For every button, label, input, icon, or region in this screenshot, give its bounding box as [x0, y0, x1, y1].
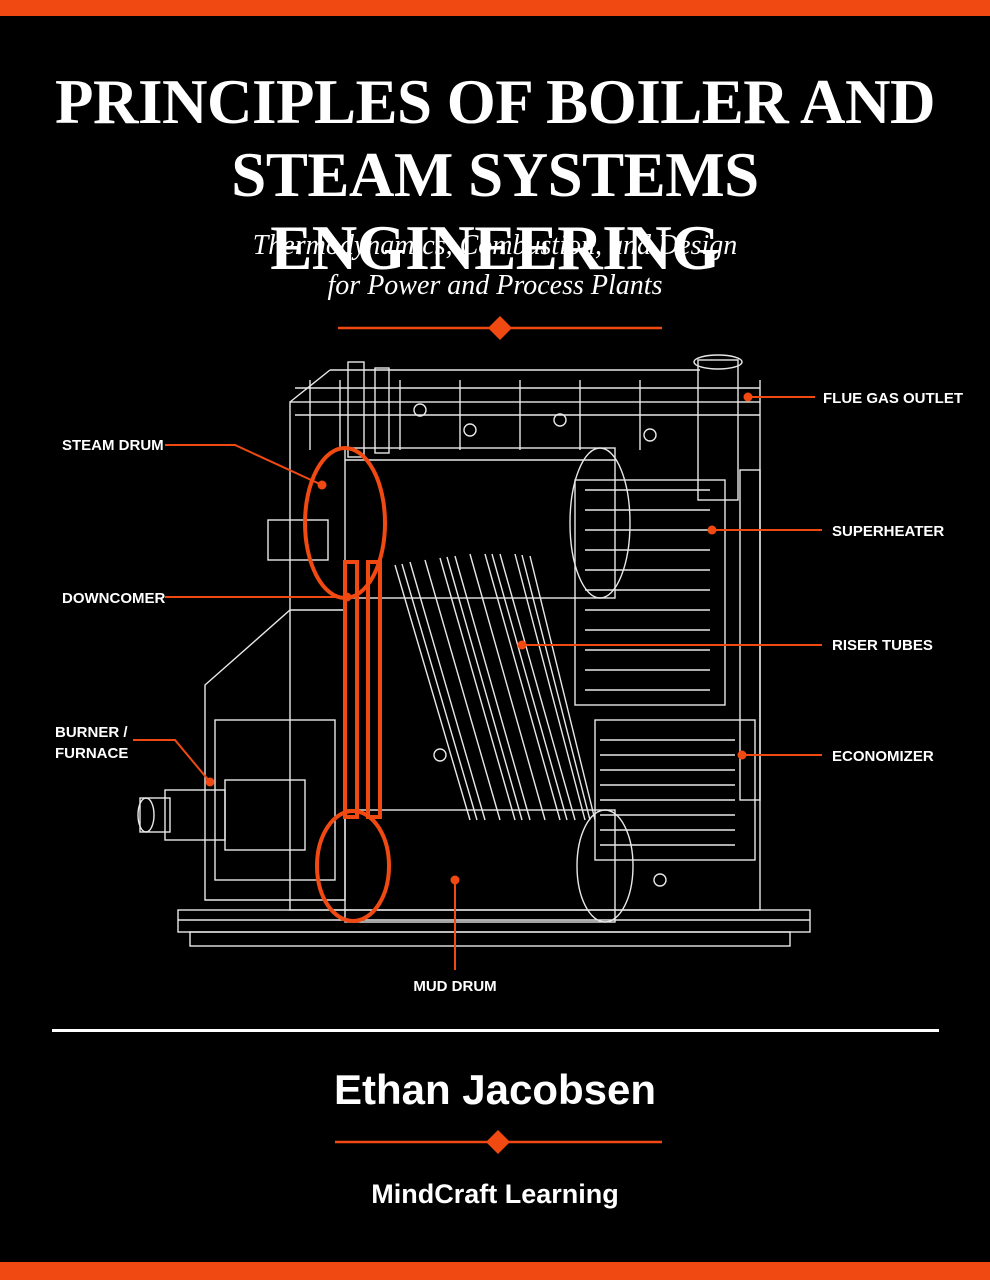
downcomer-highlight-1 [343, 560, 359, 819]
label-burner-line-2: FURNACE [55, 745, 128, 762]
label-burner-line-1: BURNER / [55, 724, 128, 741]
author-divider-ornament [335, 1130, 662, 1154]
label-superheater: SUPERHEATER [832, 523, 944, 540]
book-subtitle: Thermodynamics, Combustion, and Design f… [0, 226, 990, 306]
book-title: PRINCIPLES OF BOILER AND STEAM SYSTEMS E… [0, 66, 990, 285]
subtitle-line-2: for Power and Process Plants [327, 270, 663, 301]
mud-drum-highlight [315, 809, 391, 923]
label-downcomer: DOWNCOMER [62, 590, 165, 607]
boiler-diagram: STEAM DRUM DOWNCOMER BURNER / FURNACE FL… [55, 354, 963, 995]
label-steam-drum: STEAM DRUM [62, 437, 164, 454]
title-line-2: STEAM SYSTEMS ENGINEERING [231, 140, 759, 283]
bottom-accent-bar [0, 1262, 990, 1280]
author-name: Ethan Jacobsen [333, 1066, 657, 1113]
label-flue-gas-outlet: FLUE GAS OUTLET [823, 390, 963, 407]
top-accent-bar [0, 0, 990, 16]
downcomer-highlight-2 [366, 560, 382, 819]
author-separator-rule [52, 1029, 939, 1032]
publisher-name: MindCraft Learning [371, 1179, 619, 1209]
title-line-1: PRINCIPLES OF BOILER AND [54, 67, 936, 137]
subtitle-line-1: Thermodynamics, Combustion, and Design [252, 230, 738, 261]
label-mud-drum: MUD DRUM [413, 978, 496, 995]
label-riser-tubes: RISER TUBES [832, 637, 933, 654]
title-divider-ornament [338, 316, 662, 340]
label-economizer: ECONOMIZER [832, 748, 934, 765]
